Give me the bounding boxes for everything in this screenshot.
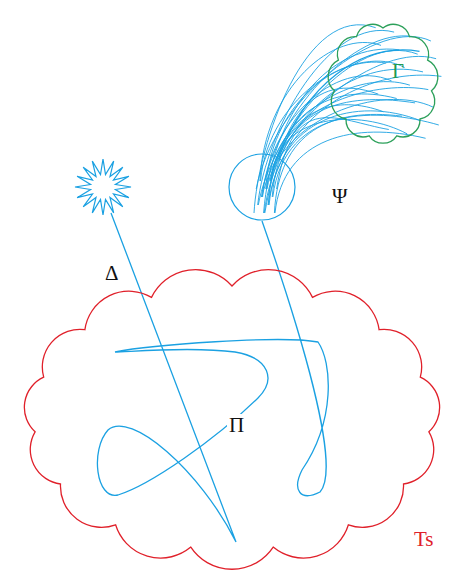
node-label: Ψ [332,185,348,208]
node-label: Γ [392,60,404,83]
star-burst-outline [74,158,132,216]
star-burst: Δ [74,158,132,216]
node-label: Ts [414,528,434,551]
fibre-line [268,75,442,205]
fibre-line [264,69,423,213]
circle-node-shape [229,154,295,220]
fibre-line [258,30,394,205]
fibre-line [256,37,431,189]
fibre-line [265,88,379,213]
circle-node: Ψ [228,153,296,221]
fibre-line [261,36,412,197]
tangle-connector [97,213,328,542]
green-cloud-outline [310,4,456,162]
fibre-line [275,132,426,213]
fibre-line [273,115,439,197]
star-burst-shape [75,159,131,215]
circle-node-outline [228,153,296,221]
fibre-line [266,62,386,189]
region-label: Π [227,414,246,437]
fibre-line [272,100,415,197]
green-cloud-shape [328,24,438,143]
fibre-line [262,56,436,197]
green-cloud: Γ [310,4,456,162]
red-cloud-shape [24,270,439,570]
tangle-connector [254,25,441,213]
node-label: Δ [105,262,119,285]
fibre-line [258,50,417,205]
fibre-line [271,105,384,181]
